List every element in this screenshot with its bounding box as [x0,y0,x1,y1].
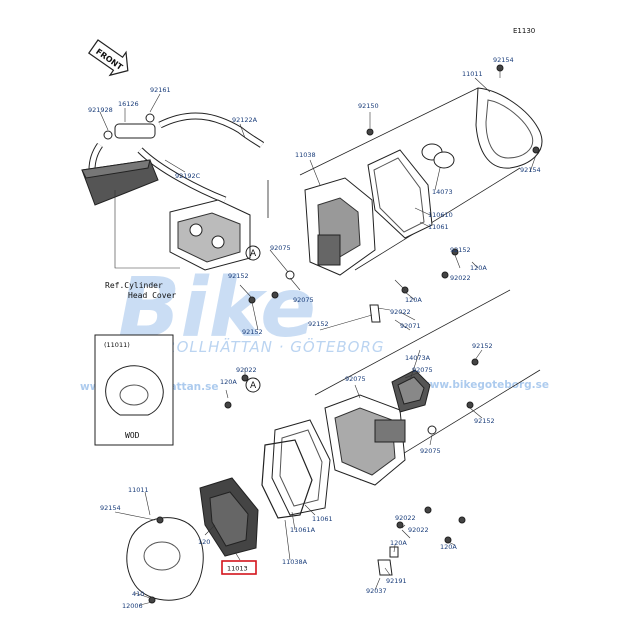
label-120A-low: 120A [390,539,407,547]
ref-note-line2: Head Cover [128,291,176,300]
front-arrow-icon: FRONT [87,39,129,77]
label-120-low: 120 [198,538,210,546]
label-92161: 92161 [150,86,171,94]
breather-hose-assembly [88,112,265,204]
ref-note-line1: Ref.Cylinder [105,281,163,290]
hardware-lower [148,358,479,604]
label-92022-top: 92022 [450,274,471,282]
marker-a-left-label: A [250,249,257,259]
label-11038: 11038 [295,151,316,159]
air-box-housing-upper [304,177,376,276]
label-92075-e: 92075 [420,447,441,455]
label-92152-c: 92152 [242,328,263,336]
label-110610: 110610 [428,211,453,219]
label-92071: 92071 [400,322,421,330]
label-14073: 14073 [432,188,453,196]
inset-caption: WOD [125,431,140,440]
label-92192C: 92192C [175,172,201,180]
label-92152-d: 92152 [308,320,329,328]
label-92150: 92150 [358,102,379,110]
label-11061A: 11061A [290,526,316,534]
inset-title: (11011) [104,341,130,349]
label-92022-left: 92022 [236,366,257,374]
label-92022-low: 92022 [395,514,416,522]
label-92075-d: 92075 [412,366,433,374]
leader-lines [99,68,537,606]
label-92154-bottom: 92154 [100,504,121,512]
label-11011-bottom: 11011 [128,486,149,494]
breather-cover [81,159,159,206]
label-11011-top: 11011 [462,70,483,78]
outer-cover-bottom [126,517,204,601]
label-92075-b: 92075 [293,296,314,304]
outer-cover-top [475,87,543,169]
label-92122A: 92122A [232,116,258,124]
label-92152-f: 92152 [474,417,495,425]
label-92075-a: 92075 [270,244,291,252]
label-92037: 92037 [366,587,387,595]
label-16126: 16126 [118,100,139,108]
label-92152-a: 92152 [450,246,471,254]
label-14073A: 14073A [405,354,431,362]
part-labels: 92154 11011 92161 16126 921928 92122A 92… [88,56,541,610]
intake-duct-14073 [421,143,455,169]
watermark-subtitle: TROLLHÄTTAN · GÖTEBORG [155,337,385,356]
breather-valve [114,123,156,139]
label-92022-low2: 92022 [408,526,429,534]
label-11061: 11061 [312,515,333,523]
label-120A-low2: 120A [440,543,457,551]
highlighted-part-11013[interactable]: 11013 [221,560,257,575]
marker-a-left [245,245,261,261]
marker-a-lower-label: A [250,381,257,391]
label-11013: 11013 [227,565,248,573]
label-92022-mid: 92022 [390,308,411,316]
label-11061-top: 11061 [428,223,449,231]
label-92154-top: 92154 [493,56,514,64]
label-120A-mid: 120A [405,296,422,304]
label-921928: 921928 [88,106,113,114]
label-120A-top: 120A [470,264,487,272]
label-92191: 92191 [386,577,407,585]
label-12006: 12006 [122,602,143,610]
label-410: 410 [132,590,144,598]
air-filter-element-upper [367,149,433,239]
label-120A-left: 120A [220,378,237,386]
filter-frame-11061A [261,439,313,519]
inset-box: (11011) WOD [94,334,174,446]
filter-cartridge-14073A [391,369,431,413]
bolt-92154-right [532,146,540,154]
bolt-92150 [366,128,374,136]
diagram-code: E1130 [513,27,535,35]
inner-cover-11013 [199,477,259,557]
watermark-url-right: www.bikegoteborg.se [420,379,549,391]
air-filter-element-lower [271,419,331,516]
label-92152-b: 92152 [228,272,249,280]
label-92075-c: 92075 [345,375,366,383]
label-11038A: 11038A [282,558,308,566]
label-92154-right: 92154 [520,166,541,174]
air-cleaner-housing-lower [324,394,406,486]
marker-a-lower [245,377,261,393]
cylinder-head-cover [169,199,251,271]
label-92152-e: 92152 [472,342,493,350]
